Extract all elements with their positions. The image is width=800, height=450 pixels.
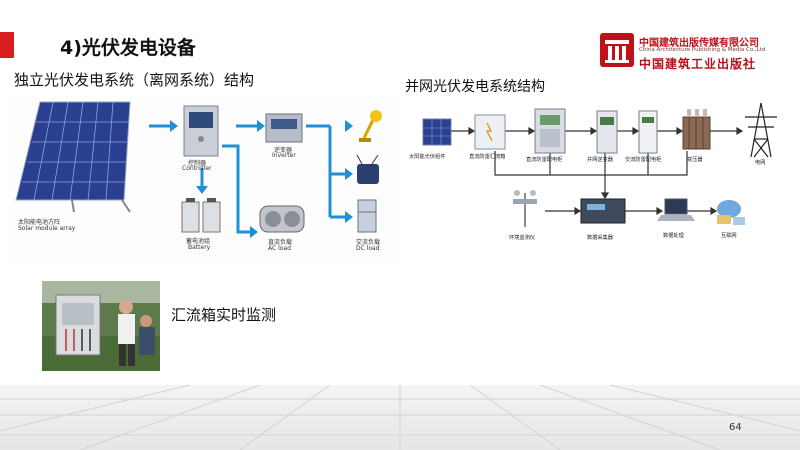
env-monitor-label: 环境监测仪 [509,235,535,241]
ongrid-diagram: 太阳能光伏组件 直流防雷汇流箱 直流防雷配电柜 并网逆变器 交流防雷配电柜 变压… [405,95,790,260]
ac-load-label-en: AC load [268,245,291,252]
offgrid-diagram: 太阳能电池方阵 Solar module array 控制器 Controlle… [12,94,400,264]
ac-cabinet-label: 交流防雷配电柜 [625,157,662,163]
transformer-icon [682,109,711,150]
ac-load-icon [259,205,305,233]
grid-inverter-label: 并网逆变器 [587,157,613,163]
page-title: 4)光伏发电设备 [60,37,196,59]
solar-array-icon [15,101,131,213]
pv-label: 太阳能光伏组件 [409,154,446,160]
data-processing-label: 数据处理 [663,233,684,239]
combiner-monitoring-photo [42,281,160,371]
grid-inverter-icon [596,110,618,154]
lamp-icon [359,110,382,142]
background-floor [0,385,800,450]
title-accent-bar [0,32,14,58]
controller-icon [183,105,219,157]
dc-load-label-cn: 交流负载 [356,239,381,246]
ongrid-heading: 并网光伏发电系统结构 [405,79,545,95]
dc-cabinet-label: 直流防雷配电柜 [526,157,563,163]
battery-label-en: Battery [188,244,211,251]
transformer-label: 变压器 [687,157,703,163]
controller-label-cn: 控制器 [188,160,207,167]
internet-label: 互联网 [721,233,737,239]
battery-label-cn: 蓄电池组 [186,238,211,245]
grid-label: 电网 [755,160,766,166]
publisher-emblem-icon [600,33,634,67]
publisher-name-script: 中国建筑工业出版社 [639,57,757,71]
power-tower-icon [745,102,777,158]
combiner-label: 直流防雷汇流箱 [469,154,506,160]
fridge-icon [357,199,377,233]
solar-label-cn: 太阳能电池方阵 [18,219,61,226]
publisher-name-en: China Architecture Publishing & Media Co… [639,47,766,53]
controller-label-en: Controller [182,165,212,172]
monitoring-caption: 汇流箱实时监测 [171,306,277,324]
dc-load-label-en: DC load [356,245,380,252]
offgrid-heading: 独立光伏发电系统（离网系统）结构 [14,71,255,89]
battery-icon [181,198,221,233]
ac-load-label-cn: 直流负载 [268,239,293,246]
dc-cabinet-icon [534,108,566,154]
solar-label-en: Solar module array [18,225,76,232]
env-monitor-icon [513,190,537,227]
publisher-name-cn: 中国建筑出版传媒有限公司 [639,38,759,49]
inverter-label-en: Inverter [272,152,296,159]
laptop-icon [657,198,695,221]
inverter-label-cn: 逆变器 [274,147,293,154]
data-collector-label: 数据采集器 [587,235,613,241]
combiner-box-icon [474,114,506,150]
publisher-logo: 中国建筑出版传媒有限公司 China Architecture Publishi… [599,31,769,73]
data-collector-icon [580,198,626,224]
page-number: 64 [729,422,742,433]
internet-icon [717,200,745,225]
inverter-icon [265,113,303,143]
pv-module-icon [422,118,452,146]
ac-cabinet-icon [638,110,658,154]
tv-icon [356,154,379,184]
